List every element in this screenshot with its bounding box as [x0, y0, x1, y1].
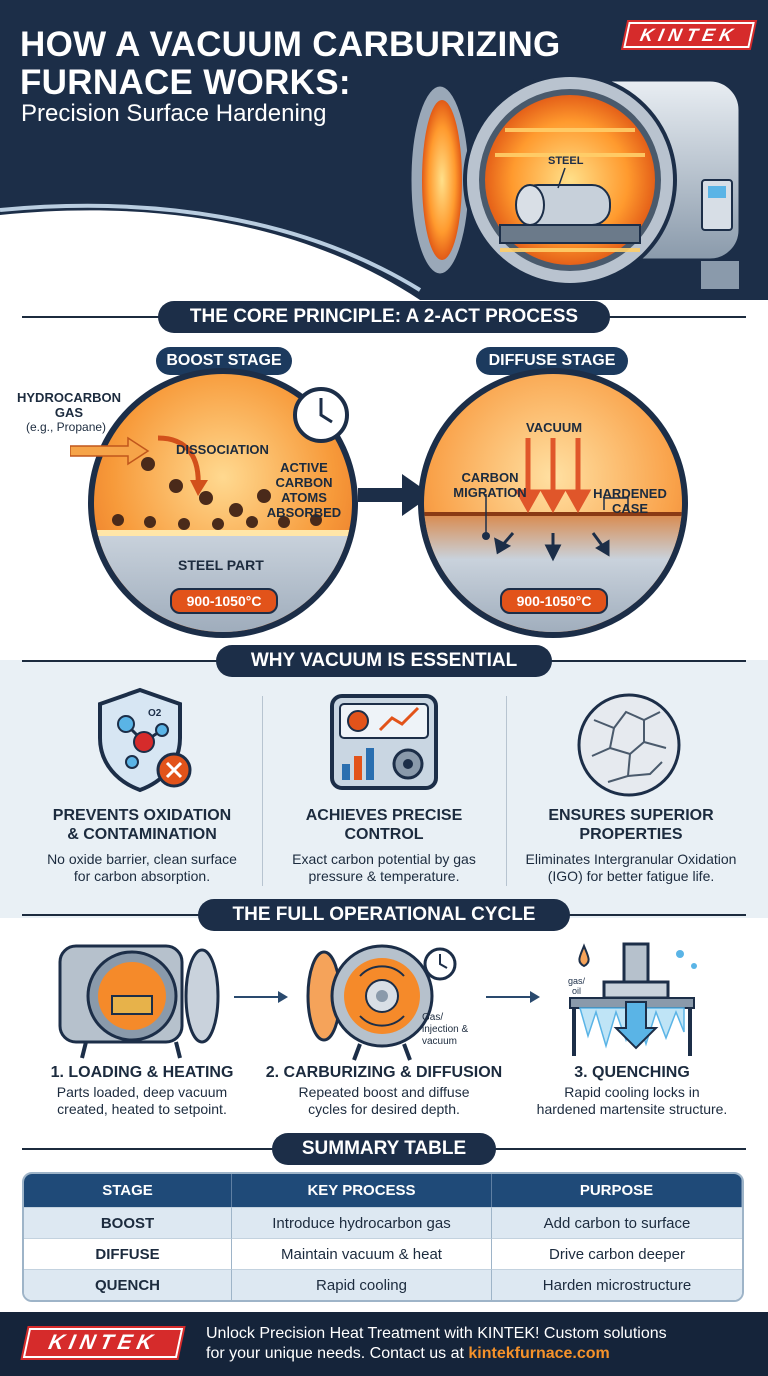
gas-injection-note: Gas/ injection & vacuum: [422, 1012, 469, 1047]
cycle-heading: THE FULL OPERATIONAL CYCLE: [198, 899, 570, 931]
table-cell: QUENCH: [24, 1269, 232, 1300]
why-title-1: PREVENTS OXIDATION & CONTAMINATION: [52, 807, 232, 843]
why-divider-2: [506, 696, 507, 886]
why-title-3: ENSURES SUPERIOR PROPERTIES: [548, 807, 714, 843]
diffuse-arrows: [482, 438, 629, 562]
logo-text: KINTEK: [638, 24, 740, 45]
column-header-key-process: KEY PROCESS: [232, 1174, 492, 1207]
shield-molecule-icon: O2: [98, 687, 192, 793]
cracked-grain-icon: [577, 693, 681, 797]
footer-cta: Unlock Precision Heat Treatment with KIN…: [206, 1324, 667, 1364]
table-header-row: STAGE KEY PROCESS PURPOSE: [24, 1174, 742, 1207]
kintek-logo[interactable]: KINTEK: [623, 22, 755, 48]
page-subtitle: Precision Surface Hardening: [21, 100, 327, 127]
svg-text:oil: oil: [572, 986, 581, 996]
gas-example-label: (e.g., Propane): [26, 420, 107, 434]
footer-website-link[interactable]: kintekfurnace.com: [468, 1345, 610, 1362]
why-desc-2: Exact carbon potential by gas pressure &…: [292, 851, 476, 884]
why-title-2: ACHIEVES PRECISE CONTROL: [305, 807, 463, 843]
page-title: HOW A VACUUM CARBURIZING FURNACE WORKS:: [20, 26, 561, 102]
dissociation-label: DISSOCIATION: [176, 442, 269, 457]
hardened-case-label: HARDENED CASE: [593, 486, 667, 516]
cycle-arrow-1: [234, 991, 288, 1003]
table-cell: BOOST: [24, 1207, 232, 1238]
active-carbon-label: ACTIVE CARBON ATOMS ABSORBED: [266, 460, 342, 520]
summary-table: STAGE KEY PROCESS PURPOSE BOOST Introduc…: [22, 1172, 744, 1302]
table-cell: DIFFUSE: [24, 1238, 232, 1269]
column-header-stage: STAGE: [24, 1174, 232, 1207]
table-row: QUENCH Rapid cooling Harden microstructu…: [24, 1269, 742, 1300]
column-header-purpose: PURPOSE: [492, 1174, 742, 1207]
carbon-migration-label: CARBON MIGRATION: [453, 470, 527, 500]
quenching-icon: gas/ oil: [568, 942, 697, 1056]
gas-inflow-arrow-icon: [70, 436, 150, 466]
why-desc-1: No oxide barrier, clean surface for carb…: [47, 851, 237, 884]
summary-heading: SUMMARY TABLE: [272, 1133, 496, 1165]
cycle-step-3-desc: Rapid cooling locks in hardened martensi…: [536, 1084, 728, 1117]
table-row: DIFFUSE Maintain vacuum & heat Drive car…: [24, 1238, 742, 1269]
why-heading: WHY VACUUM IS ESSENTIAL: [216, 645, 552, 677]
diffuse-temperature: 900-1050°C: [500, 588, 608, 614]
steel-part-slab: [94, 534, 352, 632]
cycle-step-2-desc: Repeated boost and diffuse cycles for de…: [298, 1084, 470, 1117]
cycle-step-3-title: 3. QUENCHING: [574, 1064, 690, 1081]
table-cell: Add carbon to surface: [492, 1207, 742, 1238]
hydrocarbon-gas-label: HYDROCARBON GAS: [17, 390, 121, 420]
title-line-2: FURNACE WORKS:: [20, 63, 351, 102]
clock-icon: [293, 387, 349, 443]
footer-kintek-logo[interactable]: KINTEK: [22, 1328, 184, 1358]
svg-text:gas/: gas/: [568, 976, 586, 986]
svg-text:O2: O2: [148, 708, 162, 719]
why-desc-3: Eliminates Intergranular Oxidation (IGO)…: [525, 851, 737, 884]
logo-text: KINTEK: [46, 1331, 160, 1354]
cycle-step-1-title: 1. LOADING & HEATING: [50, 1064, 234, 1081]
steel-part-label: STEEL PART: [178, 557, 264, 573]
boost-temperature: 900-1050°C: [170, 588, 278, 614]
boost-atoms: [112, 435, 322, 530]
steel-label: STEEL: [548, 155, 584, 167]
cycle-step-2-title: 2. CARBURIZING & DIFFUSION: [265, 1064, 503, 1081]
loading-furnace-icon: [58, 944, 220, 1059]
stage-transition-arrow-icon: [358, 474, 432, 516]
carburizing-furnace-icon: [306, 944, 457, 1061]
cycle-step-1-desc: Parts loaded, deep vacuum created, heate…: [56, 1084, 228, 1117]
table-cell: Rapid cooling: [232, 1269, 492, 1300]
table-cell: Introduce hydrocarbon gas: [232, 1207, 492, 1238]
footer-line-1: Unlock Precision Heat Treatment with KIN…: [206, 1325, 667, 1342]
table-cell: Maintain vacuum & heat: [232, 1238, 492, 1269]
core-heading: THE CORE PRINCIPLE: A 2-ACT PROCESS: [158, 301, 610, 333]
control-panel-icon: [330, 694, 438, 790]
cycle-arrow-2: [486, 991, 540, 1003]
table-row: BOOST Introduce hydrocarbon gas Add carb…: [24, 1207, 742, 1238]
footer-line-2: for your unique needs. Contact us at kin…: [206, 1345, 610, 1362]
table-cell: Harden microstructure: [492, 1269, 742, 1300]
vacuum-label: VACUUM: [526, 420, 583, 435]
furnace-illustration-icon: STEEL: [408, 73, 742, 291]
table-cell: Drive carbon deeper: [492, 1238, 742, 1269]
title-line-1: HOW A VACUUM CARBURIZING: [20, 25, 561, 64]
why-divider-1: [262, 696, 263, 886]
